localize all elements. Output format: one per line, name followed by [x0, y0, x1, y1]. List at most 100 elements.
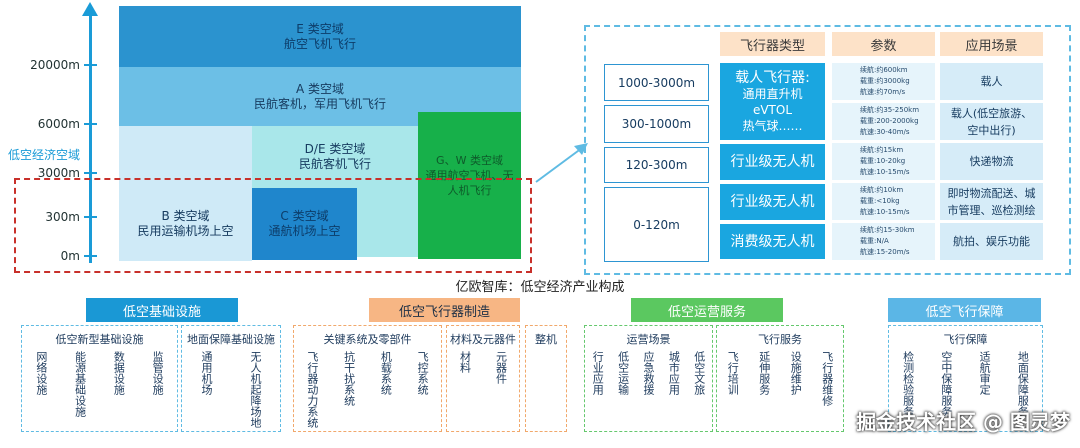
axis-title: 低空经济空域	[8, 148, 81, 162]
zone-name: A 类空域	[295, 81, 345, 96]
scenario-line: 载人(低空旅游、	[950, 106, 1033, 120]
group-item: 设施维护	[789, 351, 803, 395]
param-cell: 续航:约15-30km 载重:N/A 航速:15-20m/s	[832, 223, 935, 260]
param-line: 航速:15-20m/s	[860, 248, 910, 256]
param-line: 航速:约70m/s	[860, 88, 906, 96]
param-line: 续航:约15km	[860, 146, 904, 154]
scenario-line: 市管理、巡检测绘	[947, 203, 1036, 217]
altitude-range: 120-300m	[604, 147, 709, 183]
param-cell: 续航:约600km 载重:约3000kg 航速:约70m/s	[832, 63, 935, 100]
aircraft-line: 通用直升机	[742, 86, 803, 101]
param-cell: 续航:约10km 载重:<10kg 航速:10-15m/s	[832, 183, 935, 220]
watermark: 掘金技术社区 @ 图灵梦	[856, 409, 1070, 434]
param-line: 续航:约35-250km	[860, 106, 920, 114]
group-item: 延伸服务	[757, 351, 771, 395]
zone-name: B 类空域	[161, 208, 210, 223]
group-complete-aircraft: 整机	[525, 325, 567, 432]
param-line: 载重:约3000kg	[860, 77, 910, 85]
group-flight-support: 飞行保障 检测检验服务 空中保障服务 适航审定 地面保障服务	[888, 325, 1043, 432]
group-title: 飞行保障	[943, 333, 988, 346]
axis-tick	[84, 64, 97, 66]
altitude-range: 300-1000m	[604, 105, 709, 143]
zone-a: A 类空域 民航客机，军用飞机飞行	[119, 67, 521, 126]
scenario-line: 即时物流配送、城	[947, 186, 1036, 200]
axis-tick-label: 0m	[60, 249, 80, 263]
group-item: 机载系统	[379, 351, 393, 395]
group-item: 飞行器维修	[820, 351, 834, 406]
zone-name: D/E 类空域	[304, 141, 366, 156]
group-item: 无人机起降场地	[249, 351, 262, 428]
zoom-arrow-icon	[535, 143, 588, 183]
group-title: 关键系统及零部件	[323, 333, 412, 346]
group-title: 材料及元器件	[450, 333, 516, 346]
group-item: 数据设施	[112, 351, 126, 395]
zone-desc: 通航机场上空	[268, 224, 341, 238]
group-title: 运营场景	[626, 333, 671, 346]
altitude-range: 0-120m	[604, 187, 709, 262]
group-item: 网络设施	[34, 351, 48, 395]
zone-desc: 民用运输机场上空	[137, 223, 234, 238]
param-line: 载重:<10kg	[860, 197, 900, 205]
group-title: 整机	[535, 333, 557, 346]
param-line: 航速:10-15m/s	[860, 168, 910, 176]
group-item: 抗干扰系统	[342, 351, 356, 406]
header-aircraft-type: 飞行器类型	[720, 32, 825, 56]
group-item: 低空文旅	[692, 351, 706, 395]
scenario-cell: 载人	[940, 63, 1043, 100]
scenario-cell: 即时物流配送、城 市管理、巡检测绘	[940, 183, 1043, 220]
axis-tick-label: 3000m	[37, 166, 80, 180]
axis-tick	[84, 216, 97, 218]
param-line: 载重:N/A	[860, 237, 889, 245]
category-support: 低空飞行保障	[888, 298, 1041, 322]
group-operation-scenarios: 运营场景 行业应用 低空运输 应急救援 城市应用 低空文旅	[584, 325, 713, 432]
group-title: 低空新型基础设施	[55, 333, 144, 346]
param-cell: 续航:约35-250km 载重:200-2000kg 航速:30-40m/s	[832, 103, 935, 140]
zone-name: G、W 类空域	[436, 154, 503, 167]
zone-desc: 民航客机飞行	[298, 156, 371, 171]
scenario-line: 航拍、娱乐功能	[953, 235, 1030, 248]
group-item: 材料	[458, 351, 472, 373]
group-item: 空中保障服务	[939, 351, 953, 417]
category-manufacturing: 低空飞行器制造	[369, 298, 520, 322]
group-item: 地面保障服务	[1016, 351, 1030, 417]
group-item: 监管设施	[151, 351, 165, 395]
scenario-line: 空中出行)	[967, 123, 1016, 137]
group-item: 飞控系统	[416, 351, 430, 395]
group-new-infrastructure: 低空新型基础设施 网络设施 能源基础设施 数据设施 监管设施	[21, 325, 178, 432]
param-line: 航速:10-15m/s	[860, 208, 910, 216]
axis-tick-label: 300m	[45, 210, 80, 224]
group-item: 通用机场	[200, 351, 213, 395]
aircraft-line: eVTOL	[752, 102, 793, 117]
category-operations: 低空运营服务	[631, 298, 783, 322]
altitude-axis	[89, 14, 92, 263]
group-item: 检测检验服务	[901, 351, 915, 417]
aircraft-consumer: 消费级无人机	[720, 224, 825, 259]
group-item: 低空运输	[616, 351, 630, 395]
header-scenario: 应用场景	[940, 32, 1043, 56]
group-item: 应急救援	[641, 351, 655, 395]
group-item: 飞行培训	[726, 351, 740, 395]
param-line: 载重:200-2000kg	[860, 117, 919, 125]
group-item: 飞行器动力系统	[305, 351, 319, 428]
group-item: 适航审定	[978, 351, 992, 395]
group-title: 飞行服务	[758, 333, 802, 346]
group-materials: 材料及元器件 材料 元器件	[446, 325, 520, 432]
scenario-cell: 快递物流	[940, 143, 1043, 180]
axis-arrow	[82, 2, 98, 16]
param-line: 续航:约600km	[860, 66, 908, 74]
aircraft-industry: 行业级无人机	[720, 184, 825, 220]
detail-panel	[584, 25, 1071, 275]
aircraft-manned: 载人飞行器: 通用直升机 eVTOL 热气球……	[720, 63, 825, 140]
aircraft-industry: 行业级无人机	[720, 144, 825, 180]
zone-e: E 类空域 航空飞机飞行	[119, 6, 521, 67]
group-title: 地面保障基础设施	[187, 333, 275, 346]
scenario-line: 快递物流	[969, 155, 1014, 168]
diagram-caption: 亿欧智库：低空经济产业构成	[455, 279, 625, 295]
param-line: 载重:10-20kg	[860, 157, 906, 165]
zone-name: C 类空域	[280, 209, 329, 223]
axis-tick	[84, 255, 97, 257]
param-line: 续航:约15-30km	[860, 226, 915, 234]
group-item: 城市应用	[667, 351, 681, 395]
low-altitude-highlight-frame	[14, 178, 532, 273]
axis-tick-label: 6000m	[37, 117, 80, 131]
